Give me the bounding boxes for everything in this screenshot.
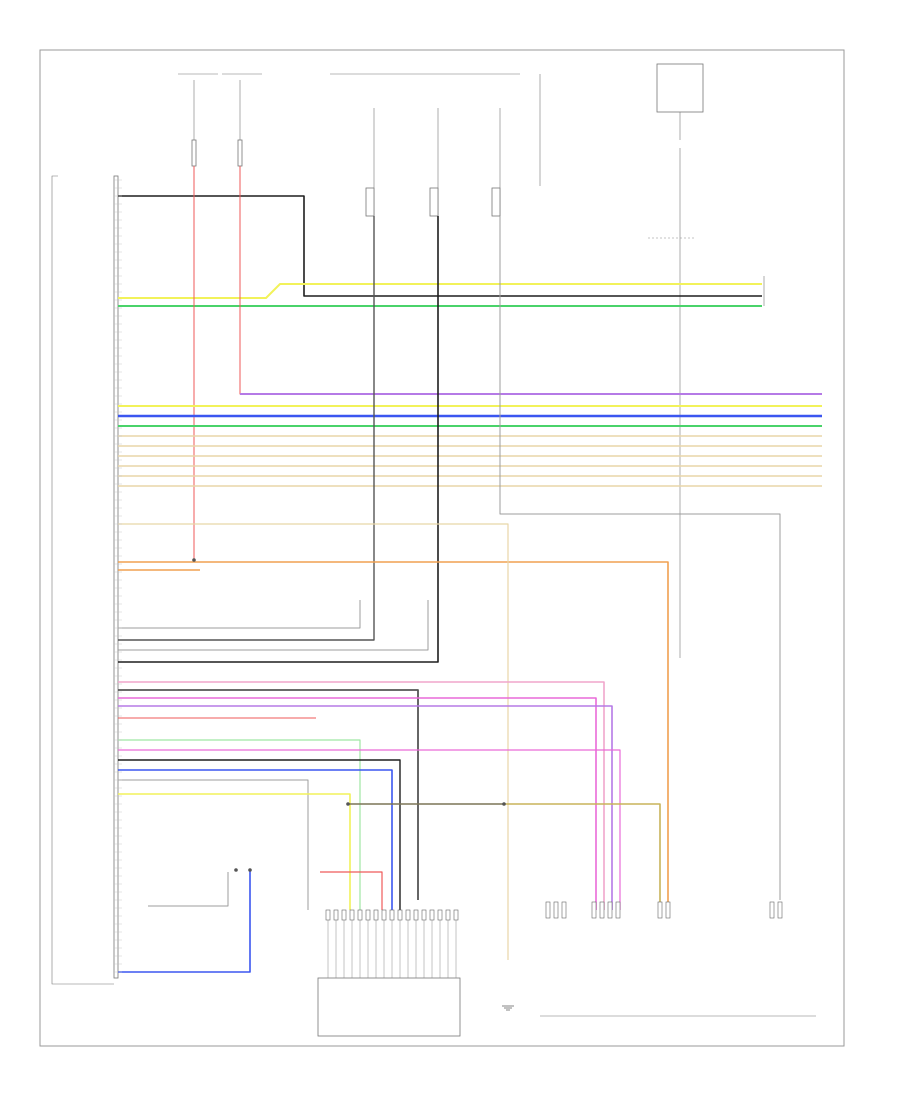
wire-black-conn-2 <box>118 216 439 663</box>
bottom-connector-pin-7 <box>373 909 379 921</box>
splice-icon-3 <box>502 802 506 806</box>
bottom-connector-pin-6 <box>365 909 371 921</box>
splice-icon-1 <box>192 558 196 562</box>
wire-red-short <box>320 871 383 910</box>
wire-black-conn-1 <box>118 216 375 641</box>
right-connector-b-pin-3 <box>607 901 613 919</box>
wire-blue-low <box>118 769 393 910</box>
wire-violet-low <box>118 705 613 910</box>
diagram-frame <box>39 49 845 1047</box>
bottom-connector-pin-15 <box>437 909 443 921</box>
wire-black-low <box>118 689 419 900</box>
splice-icon-2 <box>346 802 350 806</box>
wire-gray-conn-3 <box>499 216 781 900</box>
bottom-connector-pin-17 <box>453 909 459 921</box>
right-connector-b-pin-1 <box>591 901 597 919</box>
splice-icon-5 <box>248 868 252 872</box>
wire-gray-left <box>148 872 229 907</box>
main-module-box <box>113 175 119 979</box>
fuse-group-top-left <box>178 73 262 167</box>
splice-icon-4 <box>234 868 238 872</box>
bottom-connector-pin-2 <box>333 909 339 921</box>
wire-magenta-2 <box>118 749 621 910</box>
wire-black-top <box>118 195 762 297</box>
wire-yellow-1 <box>118 283 762 299</box>
wire-gray-low <box>118 779 309 910</box>
wire-orange-1 <box>118 561 669 910</box>
right-connector-b-pin-2 <box>599 901 605 919</box>
wire-yellow-low <box>118 793 351 910</box>
wire-brown-low <box>348 803 661 910</box>
wire-black-low-2 <box>118 759 401 910</box>
wire-light-green-1 <box>118 739 361 910</box>
wire-tan-low <box>118 523 509 960</box>
right-connector-c-pin-1 <box>657 901 663 919</box>
bottom-connector-pin-5 <box>357 909 363 921</box>
bottom-connector-pin-10 <box>397 909 403 921</box>
wire-gray-4 <box>118 600 361 629</box>
bottom-connector-pin-12 <box>413 909 419 921</box>
right-connector-b-pin-4 <box>615 901 621 919</box>
bottom-connector-pin-1 <box>325 909 331 921</box>
right-connector-a-pin-3 <box>561 901 567 919</box>
ground-icon <box>502 1005 514 1011</box>
wires-layer <box>118 166 822 973</box>
bottom-connector-pin-16 <box>445 909 451 921</box>
wire-magenta-1 <box>118 697 597 910</box>
module-bracket <box>51 175 114 985</box>
bottom-connector-pin-11 <box>405 909 411 921</box>
wire-blue-bottom <box>118 870 251 973</box>
bottom-connector-pin-9 <box>389 909 395 921</box>
bottom-connector-pin-3 <box>341 909 347 921</box>
right-connector-c-pin-2 <box>665 901 671 919</box>
wire-red-fuse-2 <box>239 166 822 395</box>
right-connector-d-pin-1 <box>769 901 775 919</box>
bottom-connector-pin-14 <box>429 909 435 921</box>
wire-pink-1 <box>118 681 605 910</box>
right-connector-d-pin-2 <box>777 901 783 919</box>
bottom-connector-pin-4 <box>349 909 355 921</box>
top-connectors <box>330 73 541 290</box>
top-right-device-box <box>656 63 704 113</box>
wire-gray-5 <box>118 600 429 651</box>
bottom-connector-pin-13 <box>421 909 427 921</box>
right-connector-a-pin-2 <box>553 901 559 919</box>
right-connector-a-pin-1 <box>545 901 551 919</box>
bottom-module-box <box>317 977 461 1037</box>
connectors-layer <box>114 179 783 1011</box>
bottom-connector-pin-8 <box>381 909 387 921</box>
